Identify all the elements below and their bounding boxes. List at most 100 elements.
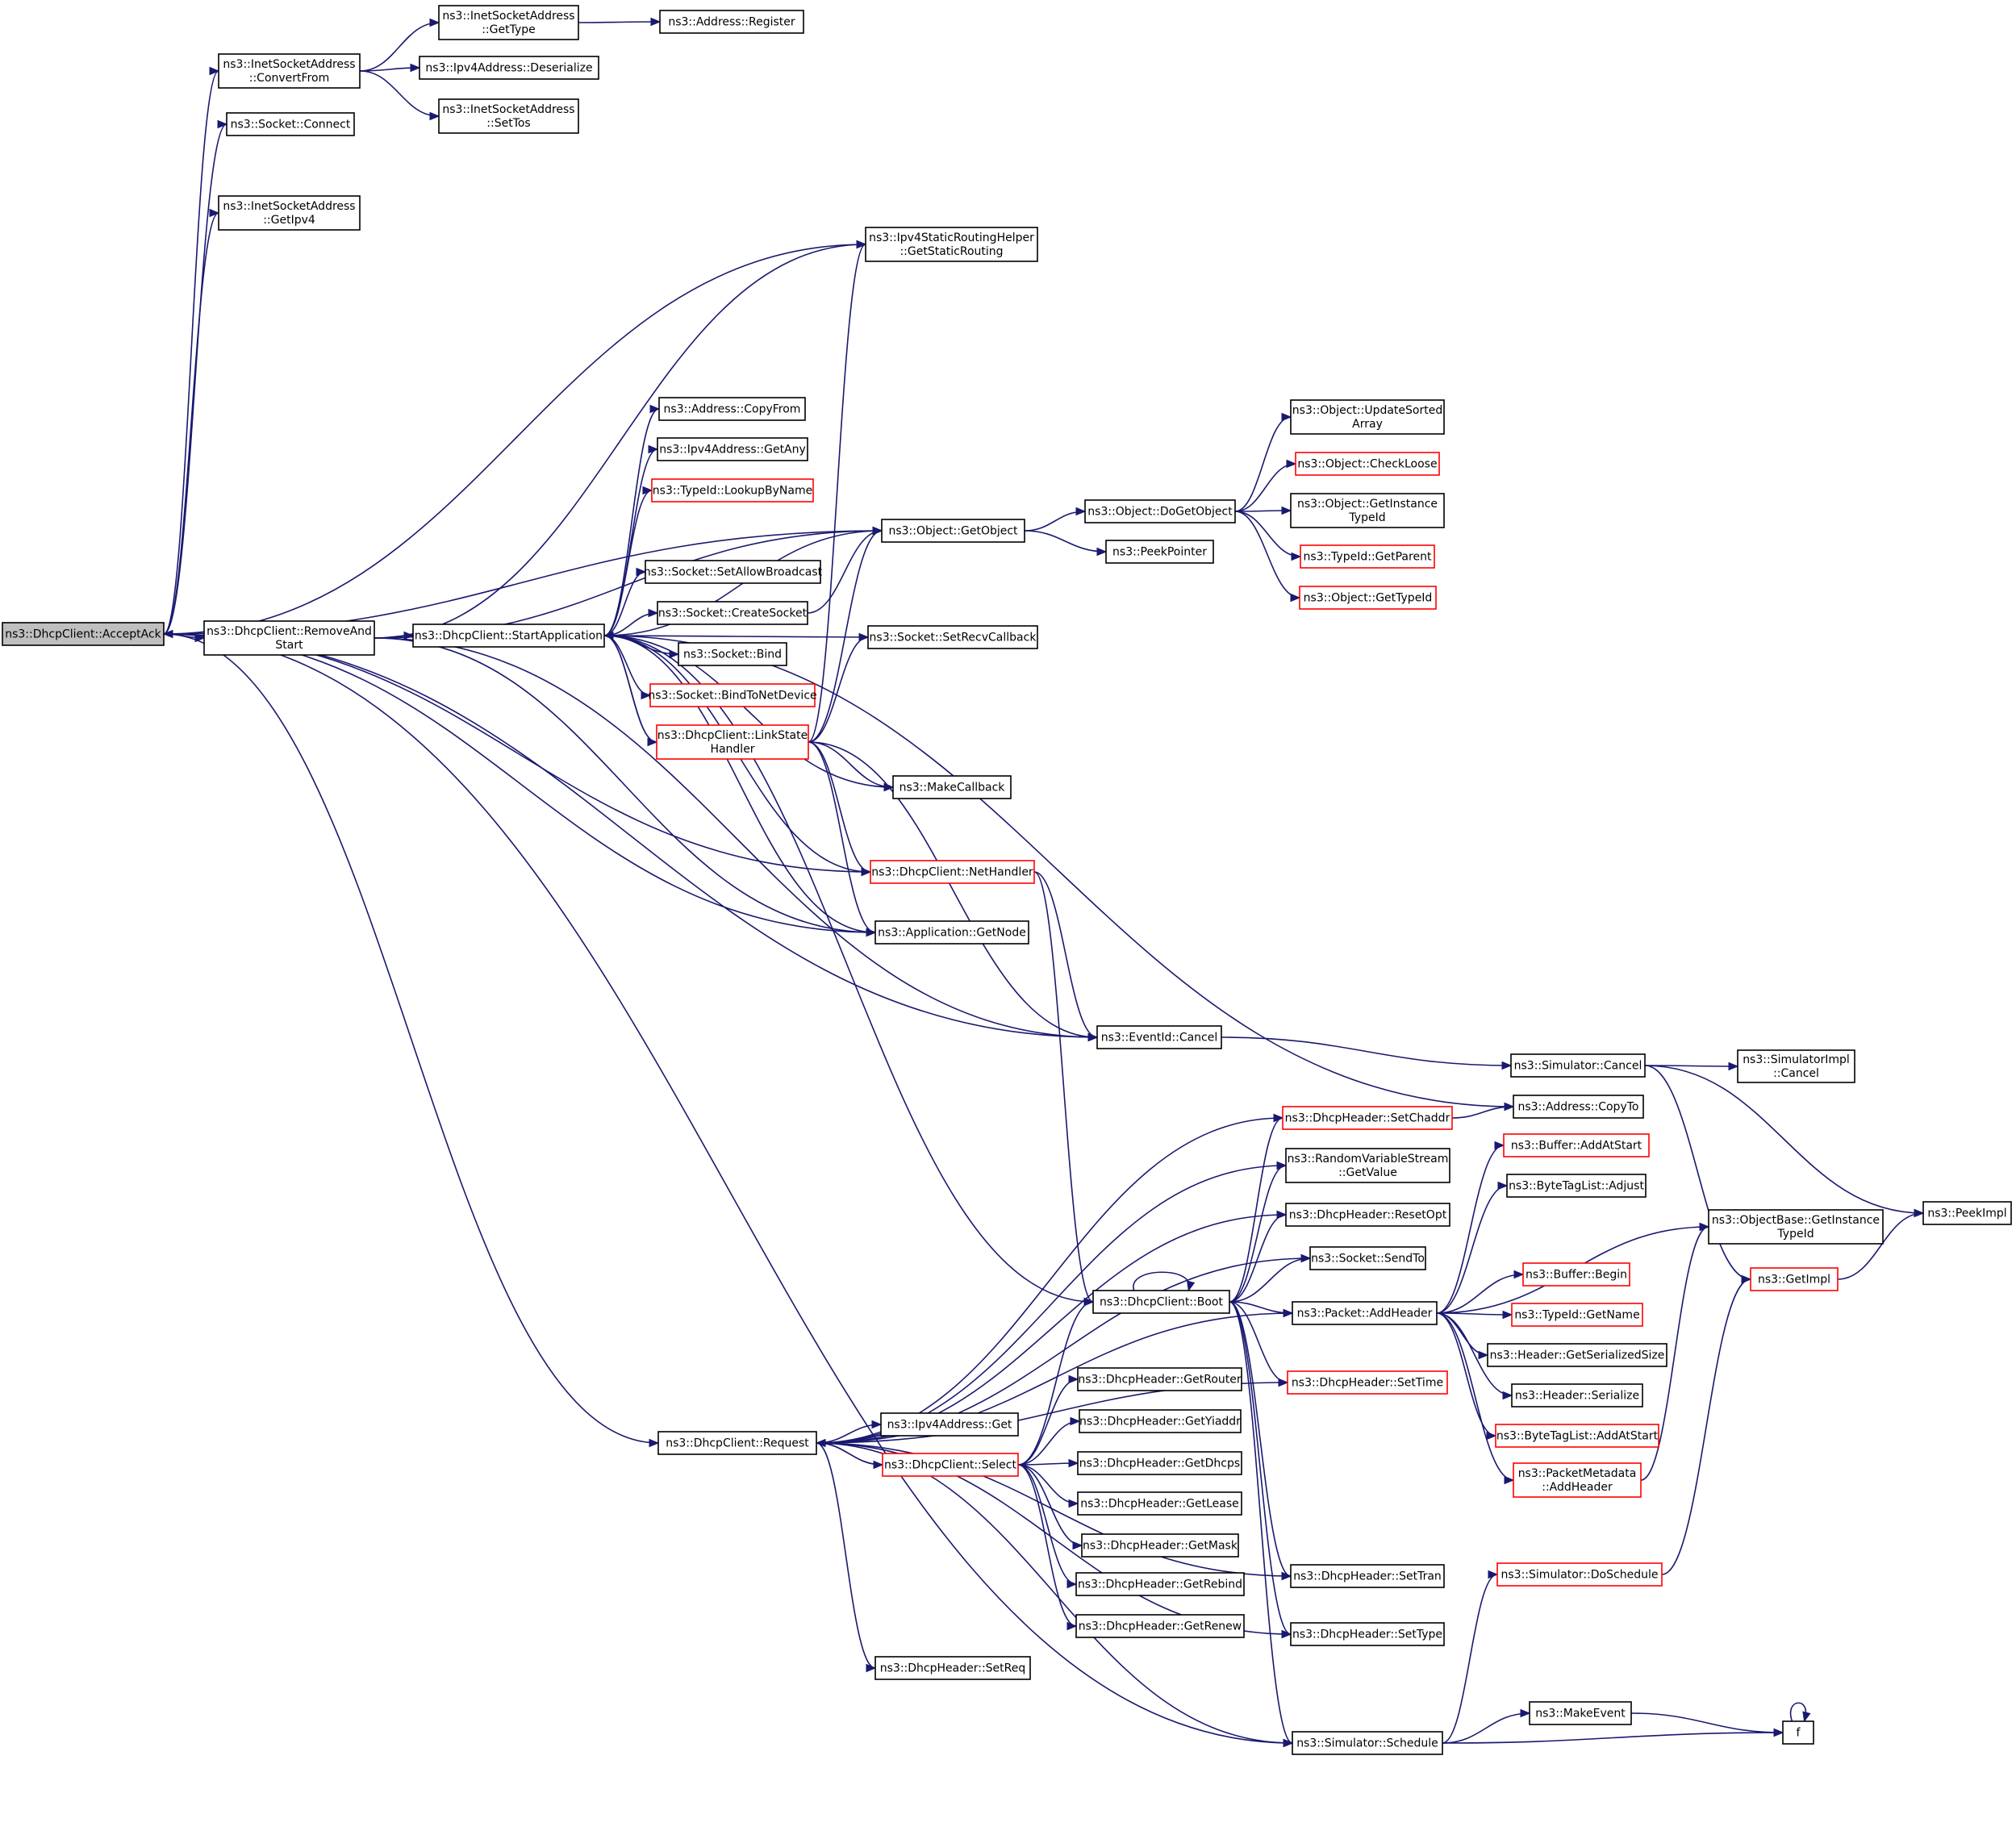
node-label: ::ConvertFrom — [249, 72, 329, 85]
node-buf_begin[interactable]: ns3::Buffer::Begin — [1522, 1262, 1630, 1287]
node-box — [658, 397, 806, 421]
node-sock_sendto[interactable]: ns3::Socket::SendTo — [1309, 1246, 1426, 1270]
node-box — [657, 437, 808, 461]
node-simimpl_cancel[interactable]: ns3::SimulatorImpl::Cancel — [1737, 1049, 1855, 1083]
node-createsocket[interactable]: ns3::Socket::CreateSocket — [657, 601, 808, 625]
node-checkloose[interactable]: ns3::Object::CheckLoose — [1295, 452, 1440, 476]
edge-removeandstart-to-eventcancel — [374, 637, 1098, 1038]
node-settos[interactable]: ns3::InetSocketAddress::SetTos — [438, 98, 579, 134]
node-addheader[interactable]: ns3::Packet::AddHeader — [1292, 1301, 1438, 1325]
node-getrebind[interactable]: ns3::DhcpHeader::GetRebind — [1075, 1572, 1245, 1596]
node-select[interactable]: ns3::DhcpClient::Select — [882, 1453, 1019, 1477]
node-getipv4[interactable]: ns3::InetSocketAddress::GetIpv4 — [218, 195, 361, 231]
node-boot[interactable]: ns3::DhcpClient::Boot — [1092, 1290, 1230, 1314]
node-getlease[interactable]: ns3::DhcpHeader::GetLease — [1077, 1491, 1242, 1516]
node-getyiaddr[interactable]: ns3::DhcpHeader::GetYiaddr — [1079, 1409, 1242, 1433]
node-makeevent[interactable]: ns3::MakeEvent — [1529, 1701, 1632, 1725]
edge-select-to-getrebind-arrow — [1066, 1579, 1078, 1589]
edge-select-to-getlease-arrow — [1068, 1499, 1079, 1508]
node-label: ns3::DhcpHeader::SetType — [1292, 1629, 1442, 1641]
node-getnode[interactable]: ns3::Application::GetNode — [874, 920, 1029, 945]
node-addr_register[interactable]: ns3::Address::Register — [659, 10, 804, 34]
node-sim_schedule[interactable]: ns3::Simulator::Schedule — [1292, 1731, 1443, 1755]
node-box — [870, 860, 1035, 884]
node-pm_addheader[interactable]: ns3::PacketMetadata::AddHeader — [1513, 1462, 1642, 1498]
node-getmask[interactable]: ns3::DhcpHeader::GetMask — [1081, 1533, 1239, 1558]
node-dogetobject[interactable]: ns3::Object::DoGetObject — [1084, 499, 1236, 523]
node-ipv4_get[interactable]: ns3::Ipv4Address::Get — [880, 1412, 1019, 1437]
node-box — [678, 642, 787, 666]
node-btl_addatstart[interactable]: ns3::ByteTagList::AddAtStart — [1495, 1424, 1659, 1448]
node-getstaticrouting[interactable]: ns3::Ipv4StaticRoutingHelper::GetStaticR… — [865, 227, 1038, 262]
node-settran[interactable]: ns3::DhcpHeader::SetTran — [1290, 1564, 1445, 1588]
node-setchaddr[interactable]: ns3::DhcpHeader::SetChaddr — [1282, 1106, 1453, 1130]
node-f[interactable]: f — [1782, 1720, 1814, 1745]
node-label: ns3::DhcpClient::StartApplication — [415, 630, 603, 643]
node-doschedule[interactable]: ns3::Simulator::DoSchedule — [1496, 1562, 1663, 1587]
edge-sim_schedule-to-makeevent — [1442, 1712, 1530, 1744]
node-lookupbyname[interactable]: ns3::TypeId::LookupByName — [651, 478, 814, 503]
node-label: ns3::Socket::Connect — [231, 119, 351, 131]
node-obj_gettypeid[interactable]: ns3::Object::GetTypeId — [1299, 586, 1437, 610]
node-gettype_isa[interactable]: ns3::InetSocketAddress::GetType — [438, 5, 579, 40]
node-peekimpl[interactable]: ns3::PeekImpl — [1922, 1201, 2012, 1225]
node-label: ns3::Buffer::Begin — [1526, 1269, 1627, 1282]
edge-linkstate-to-getnode-arrow — [866, 928, 877, 937]
node-nethandler[interactable]: ns3::DhcpClient::NetHandler — [870, 860, 1035, 884]
edge-request-to-resetopt-arrow — [1276, 1210, 1288, 1220]
node-startapp[interactable]: ns3::DhcpClient::StartApplication — [412, 623, 605, 648]
node-settime[interactable]: ns3::DhcpHeader::SetTime — [1287, 1370, 1448, 1395]
node-makecallback[interactable]: ns3::MakeCallback — [892, 775, 1012, 799]
node-sock_connect[interactable]: ns3::Socket::Connect — [226, 112, 355, 136]
node-btl_adjust[interactable]: ns3::ByteTagList::Adjust — [1506, 1174, 1647, 1198]
node-getparent[interactable]: ns3::TypeId::GetParent — [1300, 544, 1435, 569]
node-ipv4_deser[interactable]: ns3::Ipv4Address::Deserialize — [419, 56, 599, 80]
edge-linkstate-to-startapp-arrow — [603, 631, 614, 640]
node-box — [1750, 1267, 1839, 1291]
node-getserializedsize[interactable]: ns3::Header::GetSerializedSize — [1487, 1343, 1667, 1367]
node-sim_cancel[interactable]: ns3::Simulator::Cancel — [1510, 1053, 1646, 1078]
node-resetopt[interactable]: ns3::DhcpHeader::ResetOpt — [1285, 1203, 1450, 1227]
node-getobject[interactable]: ns3::Object::GetObject — [881, 519, 1025, 543]
node-label: ns3::Object::GetTypeId — [1304, 592, 1433, 605]
node-settype[interactable]: ns3::DhcpHeader::SetType — [1290, 1622, 1445, 1646]
node-hdr_serialize[interactable]: ns3::Header::Serialize — [1511, 1383, 1643, 1408]
node-addr_copyfrom[interactable]: ns3::Address::CopyFrom — [658, 397, 806, 421]
node-sock_bind[interactable]: ns3::Socket::Bind — [678, 642, 787, 666]
node-getrenew[interactable]: ns3::DhcpHeader::GetRenew — [1075, 1614, 1245, 1638]
edge-sim_schedule-to-doschedule — [1442, 1574, 1498, 1744]
node-rvs_getvalue[interactable]: ns3::RandomVariableStream::GetValue — [1285, 1148, 1450, 1183]
node-label: ns3::DhcpHeader::SetChaddr — [1285, 1112, 1450, 1125]
node-peekpointer[interactable]: ns3::PeekPointer — [1105, 540, 1214, 564]
node-ipv4_getany[interactable]: ns3::Ipv4Address::GetAny — [657, 437, 808, 461]
node-bindtonetdevice[interactable]: ns3::Socket::BindToNetDevice — [648, 683, 817, 707]
node-setrecvcallback[interactable]: ns3::Socket::SetRecvCallback — [867, 625, 1038, 649]
node-getimpl[interactable]: ns3::GetImpl — [1750, 1267, 1839, 1291]
node-label: ns3::DhcpHeader::GetYiaddr — [1079, 1416, 1241, 1428]
edge-convertfrom-to-ipv4_deser-arrow — [410, 63, 421, 73]
node-box — [1513, 1462, 1642, 1498]
node-typeid_getname[interactable]: ns3::TypeId::GetName — [1511, 1303, 1643, 1327]
node-setallowbroadcast[interactable]: ns3::Socket::SetAllowBroadcast — [644, 560, 823, 584]
edge-select-to-getrebind — [1017, 1464, 1077, 1585]
node-addr_copyto[interactable]: ns3::Address::CopyTo — [1513, 1095, 1644, 1119]
node-accept[interactable]: ns3::DhcpClient::AcceptAck — [2, 622, 165, 646]
node-label: ns3::Ipv4StaticRoutingHelper — [869, 231, 1034, 244]
node-buf_addatstart[interactable]: ns3::Buffer::AddAtStart — [1503, 1133, 1650, 1157]
edge-startapp-to-boot — [603, 635, 1094, 1303]
node-eventcancel[interactable]: ns3::EventId::Cancel — [1096, 1025, 1222, 1049]
node-box — [865, 227, 1038, 262]
node-setreq[interactable]: ns3::DhcpHeader::SetReq — [874, 1656, 1031, 1680]
node-request[interactable]: ns3::DhcpClient::Request — [657, 1431, 817, 1455]
node-getrouter[interactable]: ns3::DhcpHeader::GetRouter — [1077, 1367, 1242, 1391]
node-label: ::GetType — [482, 23, 536, 36]
node-convertfrom[interactable]: ns3::InetSocketAddress::ConvertFrom — [218, 53, 361, 89]
edge-request-to-setchaddr-arrow — [1273, 1113, 1284, 1123]
node-label: ns3::Socket::Bind — [683, 649, 782, 661]
node-getdhcps[interactable]: ns3::DhcpHeader::GetDhcps — [1077, 1451, 1242, 1475]
